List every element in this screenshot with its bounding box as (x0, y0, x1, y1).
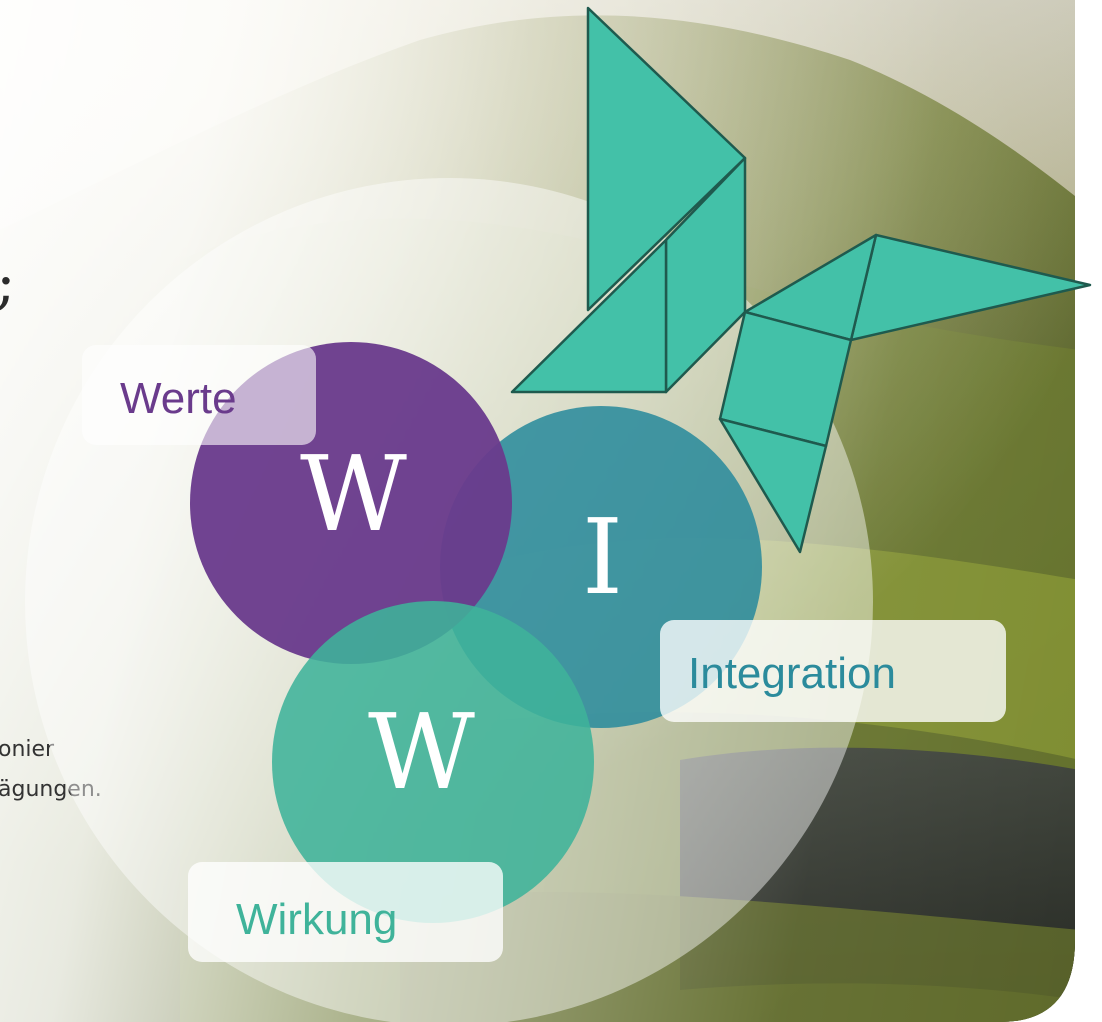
butterfly-lower-wing-tail-triangle (718, 417, 828, 554)
werte-letter: W (300, 433, 407, 555)
werte-label: Werte (82, 345, 316, 445)
integration-letter: I (582, 496, 624, 618)
wirkung-letter: W (368, 691, 475, 813)
butterfly-upper-wing-small-triangle (510, 238, 668, 394)
butterfly-lower-wing-large-triangle (849, 233, 1092, 342)
cropped-body-text: onier ägungen. (0, 730, 102, 810)
cropped-text-glyph: ; (0, 248, 16, 316)
body-text-line-1: onier (0, 737, 55, 762)
wirkung-label: Wirkung (188, 862, 503, 962)
butterfly-upper-wing-large-triangle (586, 6, 747, 312)
body-text-line-2: ägungen. (0, 777, 102, 802)
integration-label: Integration (660, 620, 1006, 722)
